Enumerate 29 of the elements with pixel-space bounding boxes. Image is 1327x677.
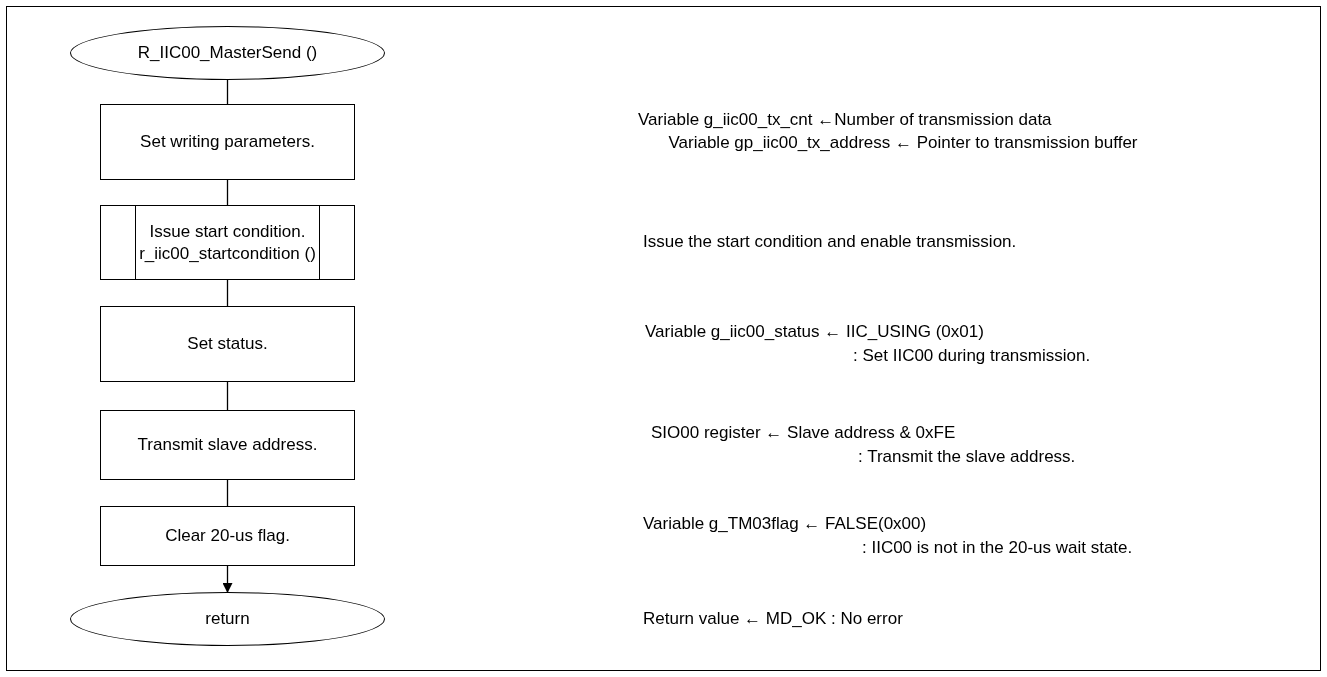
node-text: Transmit slave address. — [137, 434, 318, 456]
annotation-text: Variable gp_iic00_tx_address ← Pointer to transmission buffer — [667, 132, 1139, 154]
connector-line — [226, 179, 229, 206]
annotation-text: Issue the start condition and enable transmission. — [643, 231, 1017, 253]
annotation-text: Variable g_iic00_status ← IIC_USING (0x01) — [645, 321, 984, 343]
node-text: return — [205, 608, 250, 630]
annotation-text: : Transmit the slave address. — [858, 446, 1076, 468]
annotation-text: Variable g_TM03flag ← FALSE(0x00) — [643, 513, 927, 535]
node-text: Set status. — [187, 333, 268, 355]
annotation-text: SIO00 register ← Slave address & 0xFE — [651, 422, 956, 444]
node-text: Issue start condition. — [149, 220, 306, 243]
connector-line — [226, 381, 229, 411]
process-box — [100, 506, 355, 566]
process-box — [100, 306, 355, 382]
process-box — [100, 104, 355, 180]
node-text: Clear 20-us flag. — [165, 525, 290, 547]
connector-line — [226, 479, 229, 507]
annotation-text: : IIC00 is not in the 20-us wait state. — [862, 537, 1133, 559]
node-text: Set writing parameters. — [140, 131, 315, 153]
subroutine-box — [100, 205, 355, 280]
node-text: r_iic00_startcondition () — [139, 242, 316, 265]
annotation-text: Return value ← MD_OK : No error — [643, 608, 903, 630]
connector-line — [226, 79, 229, 105]
connector-line — [226, 279, 229, 307]
annotation-text: Variable g_iic00_tx_cnt ←Number of transmission data — [638, 109, 1052, 131]
process-box — [100, 410, 355, 480]
annotation-text: : Set IIC00 during transmission. — [853, 345, 1091, 367]
arrow — [222, 565, 233, 593]
node-text: R_IIC00_MasterSend () — [137, 42, 318, 64]
